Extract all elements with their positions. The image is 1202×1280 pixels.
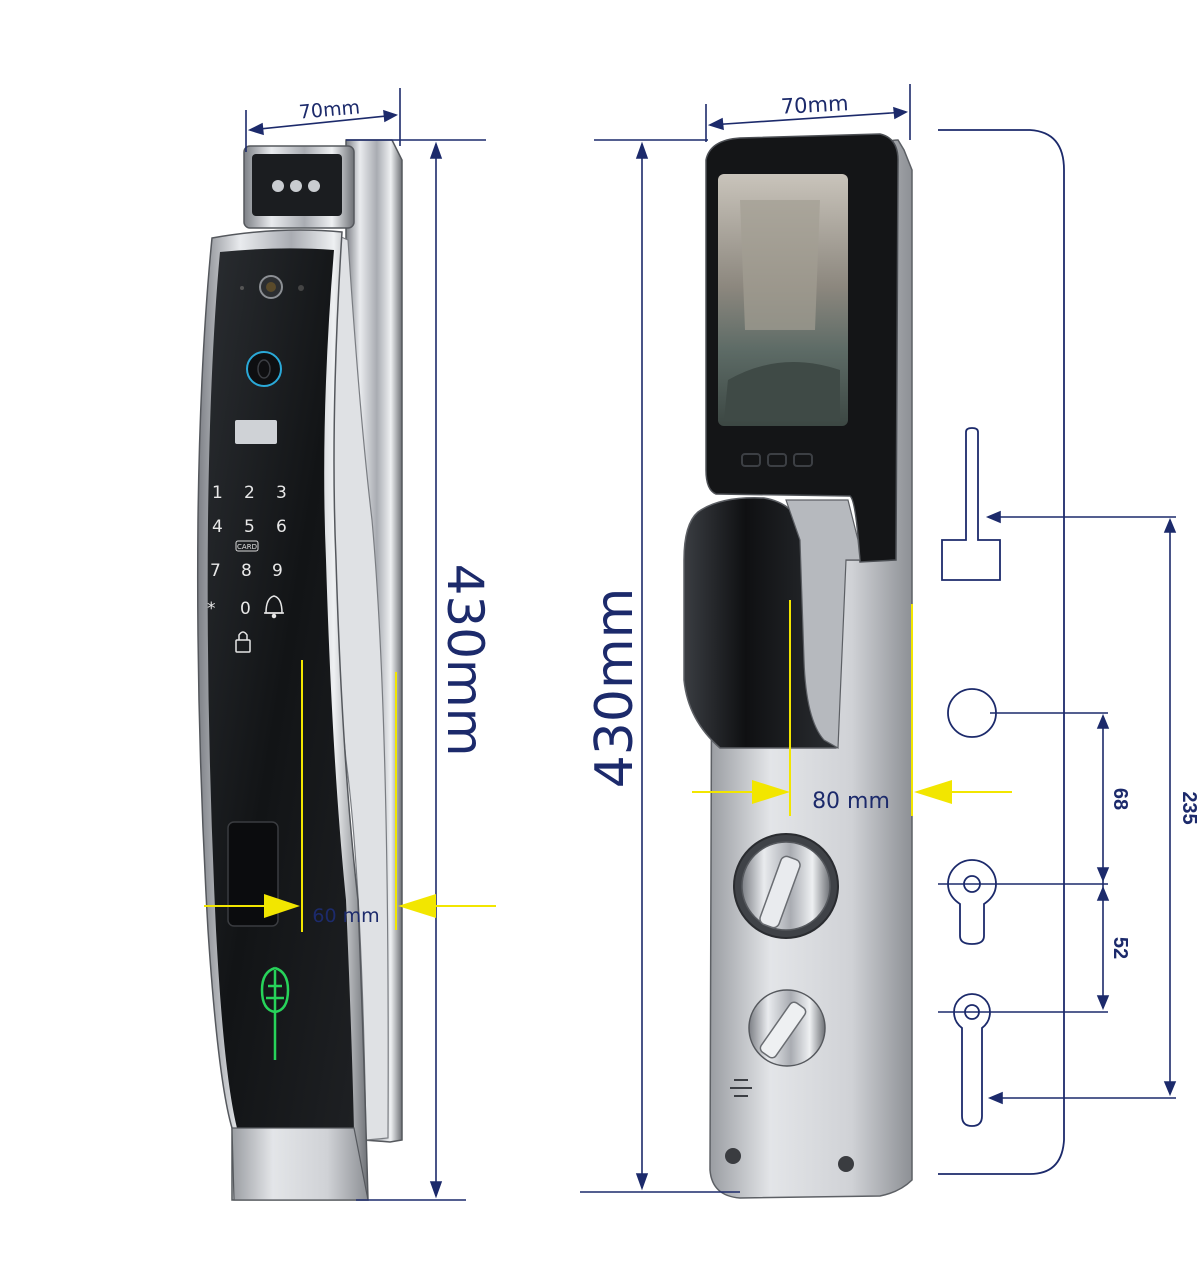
dimension-lines <box>245 84 1177 1201</box>
front-depth-arrow-right <box>398 894 436 918</box>
spindle-hole <box>947 688 997 738</box>
screen-carpet <box>724 362 840 420</box>
key-4[interactable]: 4 <box>212 517 223 537</box>
hole-spacing-upper-label: 68 <box>1109 788 1131 810</box>
cylinder-hole-upper <box>947 859 997 945</box>
back-depth-label: 80 mm <box>812 789 890 814</box>
t-slot-cutout <box>941 427 1001 581</box>
camera-lens-icon-1 <box>272 180 284 192</box>
key-1[interactable]: 1 <box>212 483 223 503</box>
keypad: 1 2 3 4 5 6 CARD 7 8 9 * 0 <box>207 483 287 619</box>
depth-indicators <box>204 600 1012 932</box>
bell-icon[interactable] <box>264 595 284 619</box>
fingerprint-icon <box>246 351 282 387</box>
front-depth-arrow-left <box>264 894 300 918</box>
card-label: CARD <box>237 543 257 551</box>
key-5[interactable]: 5 <box>244 517 255 537</box>
camera-lens-icon-3 <box>308 180 320 192</box>
key-6[interactable]: 6 <box>276 517 287 537</box>
back-lock <box>683 133 913 1199</box>
key-8[interactable]: 8 <box>241 561 252 581</box>
hole-spacing-lower-label: 52 <box>1109 937 1131 959</box>
back-handle-collar <box>785 499 861 750</box>
screw-right <box>838 1156 854 1172</box>
screen-button-1[interactable] <box>741 453 761 467</box>
key-9[interactable]: 9 <box>272 561 283 581</box>
back-height-label: 430mm <box>585 588 645 789</box>
screen-corridor <box>740 200 820 330</box>
leaf-light-icon <box>260 966 290 1060</box>
key-0[interactable]: 0 <box>240 599 251 619</box>
back-depth-arrow-left <box>752 780 790 804</box>
sensor-dot-left <box>240 286 244 290</box>
lock-icon[interactable] <box>235 631 251 653</box>
card-display <box>235 420 277 444</box>
key-3[interactable]: 3 <box>276 483 287 503</box>
screen-button-2[interactable] <box>767 453 787 467</box>
lower-knob-lever <box>759 1001 807 1059</box>
front-height-label: 430mm <box>436 564 494 757</box>
camera-inner-lens <box>266 282 276 292</box>
template-outline <box>938 129 1065 1175</box>
screw-left <box>725 1148 741 1164</box>
key-slot-icon <box>730 1079 752 1097</box>
hole-spacing-total-label: 235 <box>1178 791 1200 824</box>
screen-button-3[interactable] <box>793 453 813 467</box>
camera-lens-icon-2 <box>290 180 302 192</box>
key-star[interactable]: * <box>207 599 216 619</box>
front-width-label: 70mm <box>298 96 361 123</box>
card-badge <box>235 540 259 552</box>
key-7[interactable]: 7 <box>210 561 221 581</box>
back-width-label: 70mm <box>780 91 849 119</box>
front-lock: 1 2 3 4 5 6 CARD 7 8 9 * 0 <box>196 139 403 1201</box>
mortise-template <box>938 129 1065 1175</box>
cylinder-hole-lower <box>953 993 991 1127</box>
front-depth-label: 60 mm <box>312 905 379 927</box>
back-depth-arrow-right <box>914 780 952 804</box>
thumb-turn-lever <box>759 855 801 929</box>
sensor-dot-right <box>298 285 304 291</box>
key-2[interactable]: 2 <box>244 483 255 503</box>
fingerprint-ridge <box>257 359 271 379</box>
front-bottom-cap <box>231 1127 369 1201</box>
